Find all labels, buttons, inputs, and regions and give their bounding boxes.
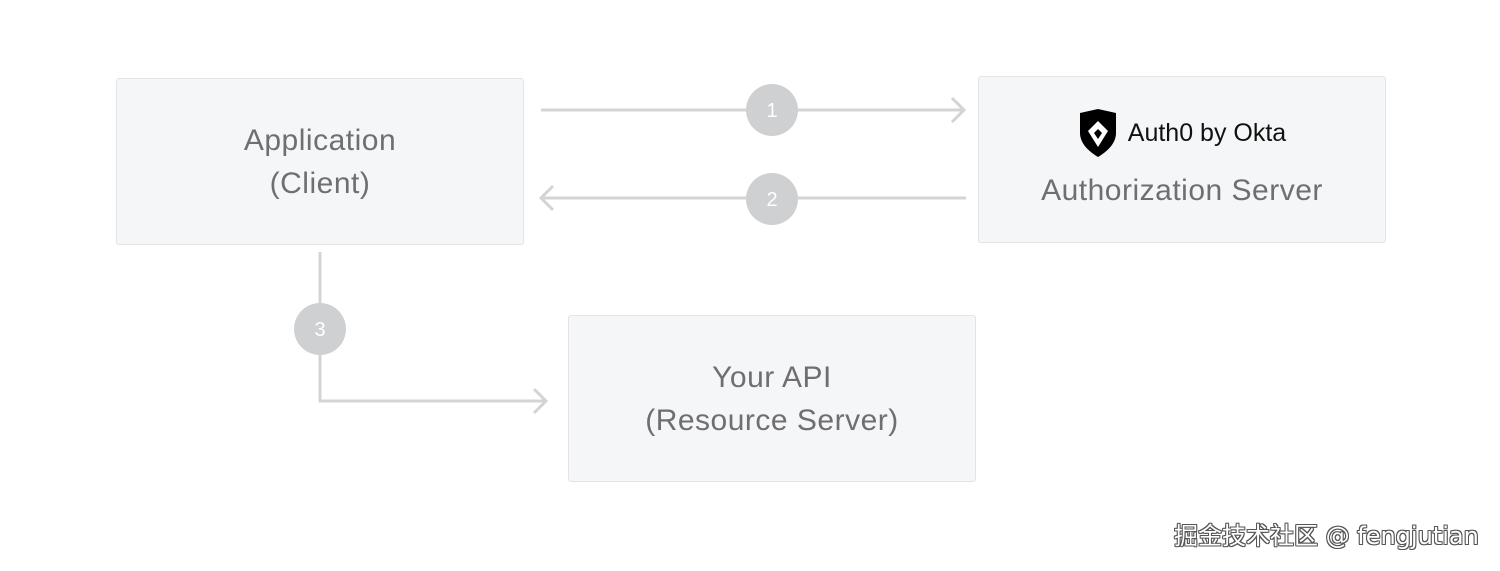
auth0-brand-label: Auth0 by Okta	[1127, 119, 1287, 147]
api-node: Your API (Resource Server)	[568, 315, 976, 482]
application-node: Application (Client)	[116, 78, 524, 245]
watermark: 掘金技术社区 @ fengjutian	[1174, 522, 1479, 550]
authorization-server-title: Authorization Server	[1041, 174, 1323, 207]
api-subtitle: (Resource Server)	[645, 403, 899, 437]
application-title: Application	[243, 123, 397, 157]
arrow-step-3	[318, 252, 549, 415]
api-title: Your API	[712, 360, 832, 394]
authorization-server-node: Auth0 by Okta Authorization Server	[978, 76, 1386, 243]
step-badge-1: 1	[746, 84, 798, 136]
step-badge-2: 2	[746, 173, 798, 225]
auth0-brand: Auth0 by Okta	[1078, 109, 1286, 157]
auth0-shield-icon	[1078, 109, 1118, 157]
application-subtitle: (Client)	[269, 166, 371, 200]
step-number: 1	[766, 100, 777, 122]
step-badge-3: 3	[294, 303, 346, 355]
step-number: 2	[766, 189, 777, 211]
step-number: 3	[314, 319, 325, 341]
